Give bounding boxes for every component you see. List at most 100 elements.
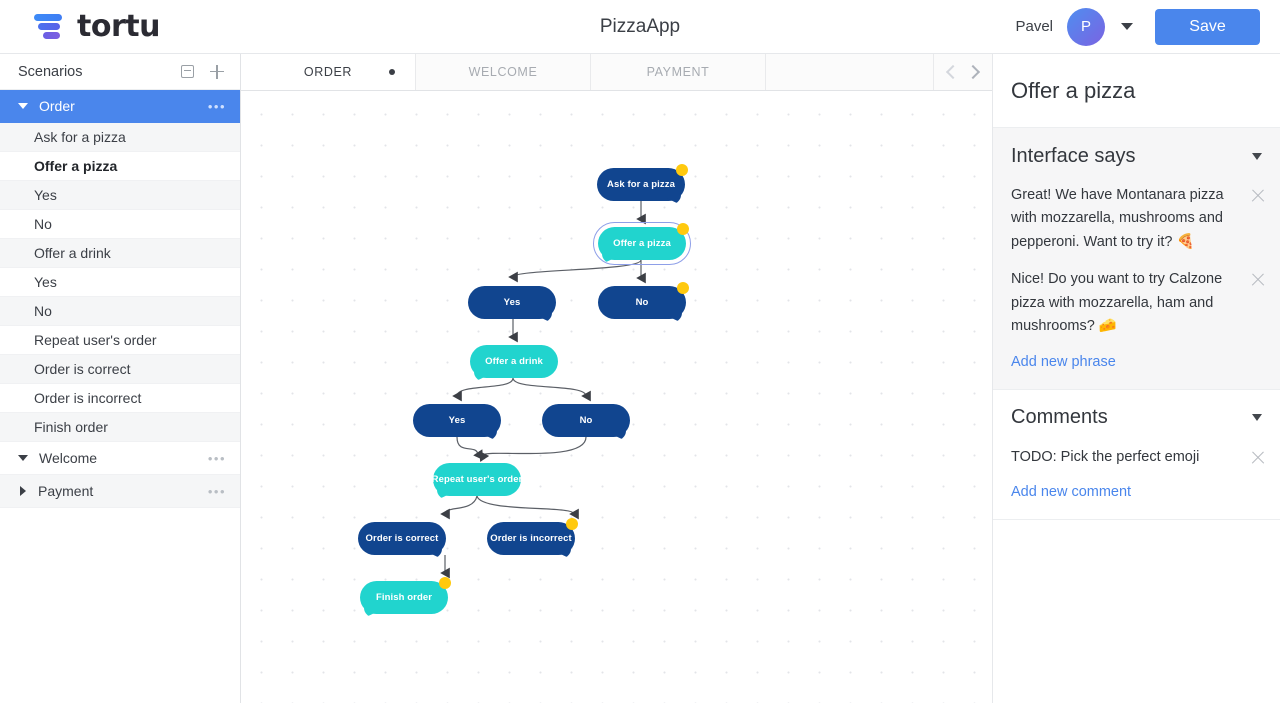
close-icon[interactable]	[1250, 450, 1266, 466]
flow-node-order-is-correct[interactable]: Order is correct	[358, 522, 446, 559]
scenarios-header: Scenarios	[0, 54, 240, 90]
tortu-bars-logo-icon	[34, 12, 68, 42]
panel-list-item[interactable]: TODO: Pick the perfect emoji	[993, 446, 1280, 469]
close-icon[interactable]	[1250, 272, 1266, 288]
tab-payment[interactable]: PAYMENT	[591, 54, 766, 90]
flow-node-label: Yes	[448, 415, 466, 426]
tab-nav	[933, 54, 992, 90]
plus-icon[interactable]	[210, 64, 224, 79]
flow-node-no[interactable]: No	[542, 404, 630, 441]
flow-node-label: Order is incorrect	[490, 533, 572, 544]
sidebar-item-order[interactable]: Order •••	[0, 90, 240, 123]
panel-section-header[interactable]: Comments	[993, 390, 1280, 446]
panel-section-header[interactable]: Interface says	[993, 128, 1280, 184]
speech-tail-icon	[668, 311, 682, 323]
flow-node-yes[interactable]: Yes	[468, 286, 556, 323]
sidebar-item-payment[interactable]: Payment •••	[0, 475, 240, 508]
tab-order[interactable]: ORDER	[241, 54, 416, 90]
sidebar-item-yes[interactable]: Yes	[0, 181, 240, 210]
sidebar-item-order-is-incorrect[interactable]: Order is incorrect	[0, 384, 240, 413]
tab-list: ORDER WELCOME PAYMENT	[241, 54, 766, 90]
sidebar-item-no[interactable]: No	[0, 210, 240, 239]
node-badge-icon[interactable]	[439, 577, 451, 589]
node-badge-icon[interactable]	[677, 223, 689, 235]
close-icon[interactable]	[1250, 188, 1266, 204]
sidebar-item-label: Yes	[34, 187, 57, 203]
panel-section-title: Comments	[1011, 406, 1108, 429]
sidebar-item-offer-a-pizza[interactable]: Offer a pizza	[0, 152, 240, 181]
details-title: Offer a pizza	[1011, 77, 1136, 103]
tab-modified-dot[interactable]	[389, 69, 395, 75]
chevron-right-icon[interactable]	[965, 64, 981, 80]
sidebar-item-label: Finish order	[34, 419, 108, 435]
chevron-left-icon[interactable]	[945, 64, 961, 80]
sidebar-item-label: Order is incorrect	[34, 390, 142, 406]
chevron-down-icon[interactable]	[1252, 414, 1262, 422]
sidebar-item-menu-icon[interactable]: •••	[207, 450, 226, 466]
speech-tail-icon	[667, 193, 681, 205]
brand[interactable]: tortu	[34, 9, 160, 44]
sidebar-item-no[interactable]: No	[0, 297, 240, 326]
speech-tail-icon	[483, 429, 497, 441]
panel-list-item[interactable]: Nice! Do you want to try Calzone pizza w…	[993, 268, 1280, 338]
flow-node-offer-a-drink[interactable]: Offer a drink	[470, 345, 558, 382]
triangle-right-icon[interactable]	[20, 486, 26, 496]
triangle-down-icon[interactable]	[18, 455, 28, 461]
sidebar-item-label: No	[34, 303, 52, 319]
node-badge-icon[interactable]	[566, 518, 578, 530]
flow-node-no[interactable]: No	[598, 282, 689, 323]
panel-list-item[interactable]: Great! We have Montanara pizza with mozz…	[993, 184, 1280, 254]
chevron-down-icon[interactable]	[1121, 23, 1133, 30]
header-right: Pavel P Save	[1015, 7, 1260, 46]
panel-item-text: TODO: Pick the perfect emoji	[1011, 448, 1200, 465]
collapse-all-icon[interactable]	[181, 65, 194, 78]
sidebar-item-menu-icon[interactable]: •••	[207, 98, 226, 114]
sidebar-item-order-is-correct[interactable]: Order is correct	[0, 355, 240, 384]
panel-add-link[interactable]: Add new comment	[1011, 484, 1132, 501]
flow-node-yes[interactable]: Yes	[413, 404, 501, 441]
triangle-down-icon[interactable]	[18, 103, 28, 109]
panel-add-link[interactable]: Add new phrase	[1011, 353, 1116, 370]
speech-tail-icon	[538, 311, 552, 323]
flow-node-finish-order[interactable]: Finish order	[360, 577, 451, 618]
flow-node-label: Order is correct	[365, 533, 439, 544]
sidebar-item-repeat-user-s-order[interactable]: Repeat user's order	[0, 326, 240, 355]
flow-node-label: No	[579, 415, 593, 426]
flow-node-label: Ask for a pizza	[606, 179, 676, 190]
node-badge-icon[interactable]	[676, 164, 688, 176]
avatar[interactable]: P	[1067, 7, 1105, 46]
node-badge-icon[interactable]	[677, 282, 689, 294]
flow-node-label: Repeat user's order	[431, 474, 523, 485]
sidebar-item-yes[interactable]: Yes	[0, 268, 240, 297]
tab-label: WELCOME	[468, 65, 538, 79]
flow-node-label: No	[635, 297, 649, 308]
flow-node-offer-a-pizza[interactable]: Offer a pizza	[593, 222, 691, 265]
sidebar-item-welcome[interactable]: Welcome•••	[0, 442, 240, 475]
sidebar-item-label: Payment	[38, 483, 94, 499]
tab-welcome[interactable]: WELCOME	[416, 54, 591, 90]
panel-section-title: Interface says	[1011, 144, 1136, 167]
sidebar-item-finish-order[interactable]: Finish order	[0, 413, 240, 442]
tab-label: PAYMENT	[646, 65, 710, 79]
flow-edges	[440, 201, 646, 579]
flow-node-ask-for-a-pizza[interactable]: Ask for a pizza	[597, 164, 688, 205]
sidebar-item-label: Ask for a pizza	[34, 129, 126, 145]
flow-node-order-is-incorrect[interactable]: Order is incorrect	[487, 518, 578, 559]
sidebar-item-ask-for-a-pizza[interactable]: Ask for a pizza	[0, 123, 240, 152]
sidebar-item-menu-icon[interactable]: •••	[207, 483, 226, 499]
chevron-down-icon[interactable]	[1252, 152, 1262, 160]
sidebar-item-label: Order	[39, 98, 75, 114]
sidebar-item-offer-a-drink[interactable]: Offer a drink	[0, 239, 240, 268]
flow-node-repeat-user-s-order[interactable]: Repeat user's order	[431, 463, 523, 500]
details-title-bar: Offer a pizza	[993, 54, 1280, 128]
scenarios-actions	[181, 64, 224, 79]
save-button[interactable]: Save	[1155, 8, 1260, 45]
speech-tail-icon	[428, 547, 442, 559]
